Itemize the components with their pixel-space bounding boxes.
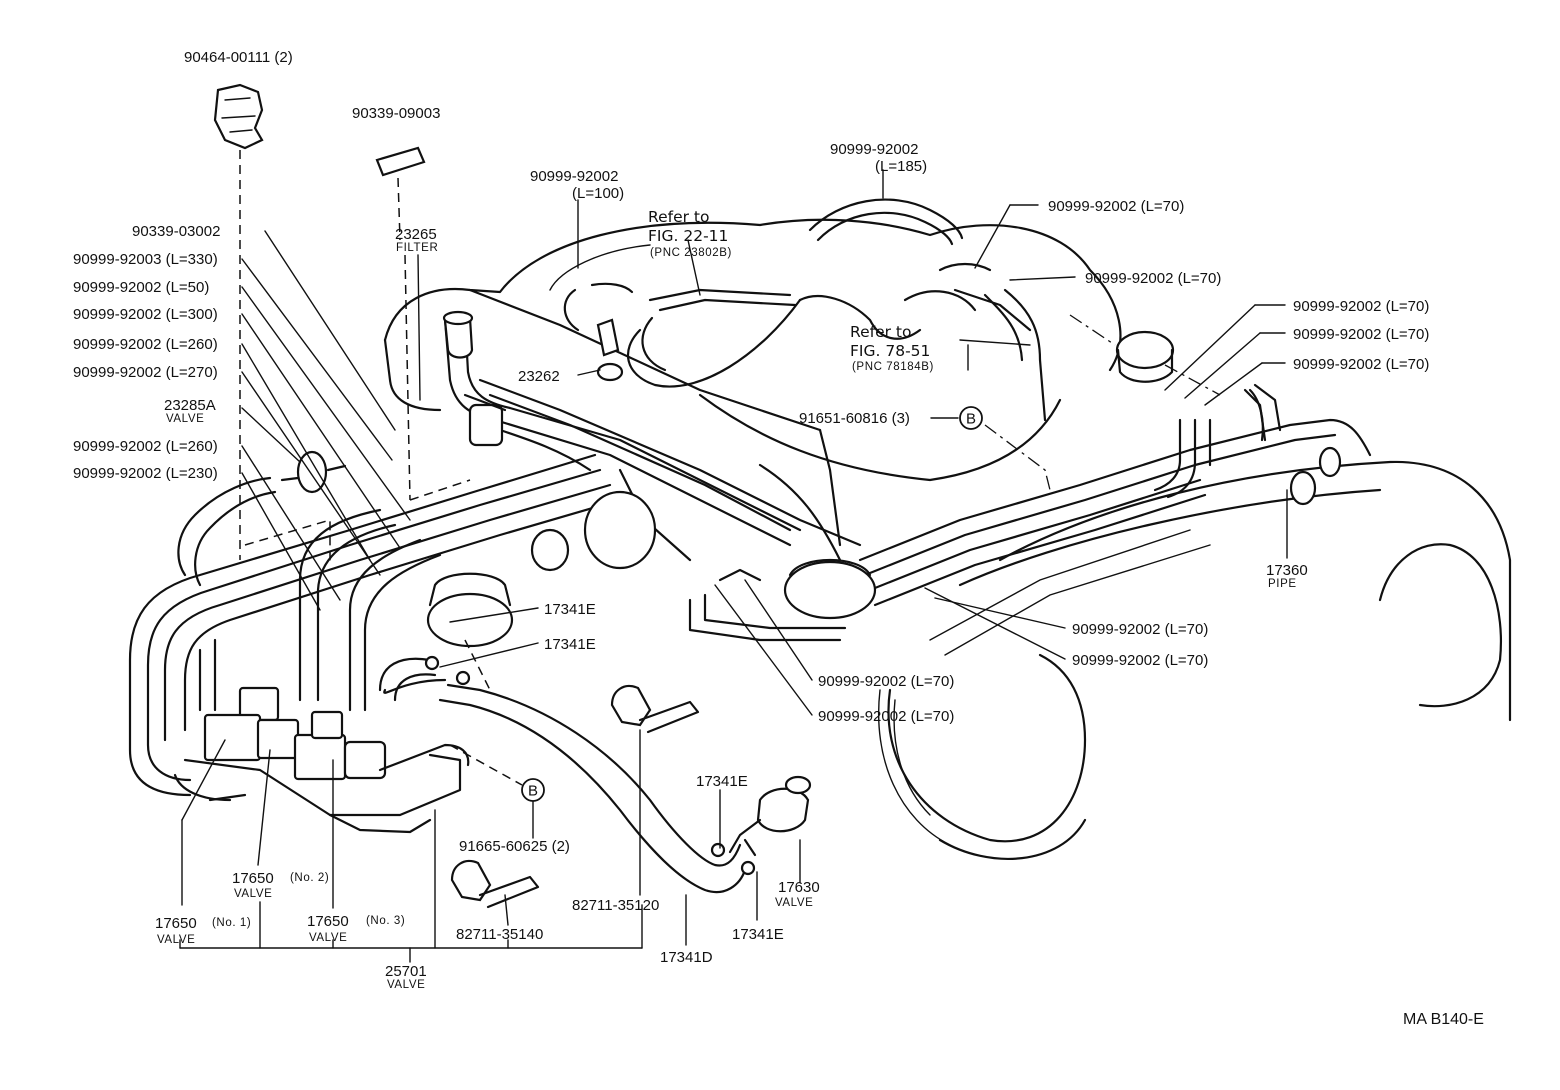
label-91665-60625: 91665-60625 (2) xyxy=(459,838,570,855)
label-82711-35120: 82711-35120 xyxy=(572,897,659,914)
bracket-82711-35140 xyxy=(450,859,540,909)
label-17360-pipe: PIPE xyxy=(1268,578,1297,590)
hose-l185 xyxy=(808,198,964,246)
diagram-code: MA B140-E xyxy=(1403,1011,1484,1028)
label-90999-92002-l260-a: 90999-92002 (L=260) xyxy=(73,336,218,353)
label-17650-no1-valve: VALVE xyxy=(157,934,195,946)
label-90339-03002: 90339-03002 xyxy=(132,223,220,240)
lower-vacuum-hose xyxy=(378,657,747,894)
label-90999-92002-l70-mid-2: 90999-92002 (L=70) xyxy=(1072,652,1208,669)
label-23285a: 23285A xyxy=(164,397,216,414)
label-refer-fig-78-51-line1: Refer to xyxy=(850,323,911,341)
label-90999-92002-l270: 90999-92002 (L=270) xyxy=(73,364,218,381)
label-91651-60816: 91651-60816 (3) xyxy=(799,410,910,427)
label-25701: 25701 xyxy=(385,963,427,980)
leader-lines xyxy=(179,169,1288,963)
pipe-17360 xyxy=(1248,388,1342,506)
guide-lines xyxy=(239,150,1221,786)
hose-clamps xyxy=(424,655,756,876)
central-hose-network xyxy=(443,262,1372,642)
label-90999-92002-l100: 90999-92002 xyxy=(530,168,618,185)
label-17341e-b: 17341E xyxy=(544,636,596,653)
label-90999-92002-l185-length: (L=185) xyxy=(875,158,927,175)
hose-joint-90339 xyxy=(375,146,426,177)
bracket-82711-35120 xyxy=(610,684,700,734)
label-90999-92002-l230: 90999-92002 (L=230) xyxy=(73,465,218,482)
label-23285a-valve: VALVE xyxy=(166,413,204,425)
label-17341e-c: 17341E xyxy=(696,773,748,790)
label-23265: 23265 xyxy=(395,226,437,243)
label-23262: 23262 xyxy=(518,368,560,385)
label-90999-92003-l330: 90999-92003 (L=330) xyxy=(73,251,218,268)
label-90999-92002-l50: 90999-92002 (L=50) xyxy=(73,279,209,296)
label-17650-no3: 17650 xyxy=(307,913,349,930)
label-refer-fig-78-51-line2: FIG. 78-51 xyxy=(850,342,930,360)
marker-b-top-letter: B xyxy=(966,411,976,428)
label-90464-00111: 90464-00111 (2) xyxy=(184,49,293,66)
label-90999-92002-l70-top-1: 90999-92002 (L=70) xyxy=(1048,198,1184,215)
label-90339-09003: 90339-09003 xyxy=(352,105,440,122)
label-refer-fig-22-11-pnc: (PNC 23802B) xyxy=(650,247,732,259)
diaphragm-modules xyxy=(426,330,1175,648)
clip-part-90464 xyxy=(213,83,264,150)
label-90999-92002-l100-length: (L=100) xyxy=(572,185,624,202)
engine-outline xyxy=(383,218,1122,562)
label-17650-no2: 17650 xyxy=(232,870,274,887)
reference-marker-b-bottom: B xyxy=(521,778,545,802)
filter-23265 xyxy=(442,310,507,447)
label-23265-filter: FILTER xyxy=(396,242,438,254)
label-25701-valve: VALVE xyxy=(387,979,425,991)
reference-marker-b-top: B xyxy=(959,406,983,430)
label-17650-no2-valve: VALVE xyxy=(234,888,272,900)
label-90999-92002-l70-mid-1: 90999-92002 (L=70) xyxy=(1072,621,1208,638)
label-90999-92002-l70-right-1: 90999-92002 (L=70) xyxy=(1293,298,1429,315)
label-90999-92002-l300: 90999-92002 (L=300) xyxy=(73,306,218,323)
label-17360: 17360 xyxy=(1266,562,1308,579)
valve-23285a xyxy=(280,450,347,494)
label-90999-92002-l70-mid-3: 90999-92002 (L=70) xyxy=(818,673,954,690)
valve-17630 xyxy=(728,775,812,857)
label-90999-92002-l260-b: 90999-92002 (L=260) xyxy=(73,438,218,455)
label-90999-92002-l185: 90999-92002 xyxy=(830,141,918,158)
part-labels: 90464-00111 (2) 90339-09003 90339-03002 … xyxy=(73,49,1484,1028)
label-17341e-a: 17341E xyxy=(544,601,596,618)
label-82711-35140: 82711-35140 xyxy=(456,926,543,943)
label-17650-no1: 17650 xyxy=(155,915,197,932)
label-refer-fig-22-11-line2: FIG. 22-11 xyxy=(648,227,728,245)
label-refer-fig-22-11-line1: Refer to xyxy=(648,208,709,226)
label-90999-92002-l70-right-3: 90999-92002 (L=70) xyxy=(1293,356,1429,373)
marker-b-bottom-letter: B xyxy=(528,783,538,800)
connector-23262 xyxy=(563,282,634,382)
label-90999-92002-l70-mid-4: 90999-92002 (L=70) xyxy=(818,708,954,725)
label-17650-no3-number: (No. 3) xyxy=(366,915,405,927)
label-17341d: 17341D xyxy=(660,949,713,966)
label-17650-no3-valve: VALVE xyxy=(309,932,347,944)
label-90999-92002-l70-right-2: 90999-92002 (L=70) xyxy=(1293,326,1429,343)
body-fender-outline xyxy=(878,460,1512,860)
label-90999-92002-l70-top-2: 90999-92002 (L=70) xyxy=(1085,270,1221,287)
label-17650-no1-number: (No. 1) xyxy=(212,917,251,929)
label-17650-no2-number: (No. 2) xyxy=(290,872,329,884)
label-refer-fig-78-51-pnc: (PNC 78184B) xyxy=(852,361,934,373)
vsv-valve-cluster xyxy=(173,686,470,834)
label-17341e-d: 17341E xyxy=(732,926,784,943)
label-17630: 17630 xyxy=(778,879,820,896)
label-17630-valve: VALVE xyxy=(775,897,813,909)
